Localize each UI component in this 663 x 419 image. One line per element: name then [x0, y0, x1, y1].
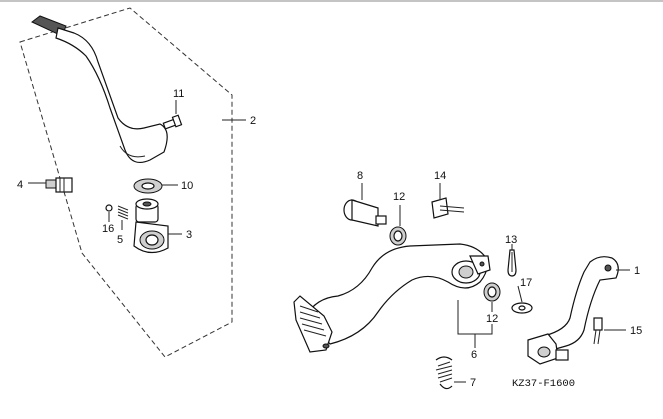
gearshift-lever-1	[527, 256, 619, 365]
bushing-12-upper	[389, 226, 407, 246]
spring-5	[117, 205, 129, 220]
brake-pedal-body	[293, 243, 491, 353]
callout-17: 17	[520, 277, 532, 289]
callout-5: 5	[117, 234, 123, 246]
callout-10: 10	[181, 180, 193, 192]
cotter-pin-13	[507, 249, 517, 277]
ball-16	[105, 204, 113, 212]
callout-14: 14	[434, 170, 446, 182]
pivot-bolt-8	[343, 199, 387, 227]
callout-7: 7	[470, 377, 476, 389]
bushing-12-lower	[483, 282, 501, 302]
callout-13: 13	[505, 234, 517, 246]
callout-2: 2	[250, 115, 256, 127]
bolt-15	[593, 317, 603, 345]
callout-11: 11	[173, 88, 184, 100]
callout-1: 1	[634, 265, 640, 277]
callout-15: 15	[630, 325, 642, 337]
callout-4: 4	[17, 179, 23, 191]
diagram-code: KZ37-F1600	[512, 378, 575, 390]
callout-8: 8	[357, 170, 363, 182]
callout-3: 3	[186, 229, 192, 241]
kickstarter-assembly-box	[19, 7, 233, 358]
bolt-11	[162, 114, 183, 130]
callout-6: 6	[471, 349, 477, 361]
return-spring-7	[435, 356, 453, 390]
callout-12-lower: 12	[486, 313, 498, 325]
washer-17	[511, 302, 533, 314]
bolt-4	[45, 177, 73, 193]
callout-16: 16	[102, 223, 114, 235]
oil-seal-10	[133, 178, 163, 194]
kickstarter-arm	[31, 15, 168, 163]
callout-12-upper: 12	[393, 191, 405, 203]
clevis-14	[431, 197, 465, 219]
spindle-3	[133, 198, 169, 254]
